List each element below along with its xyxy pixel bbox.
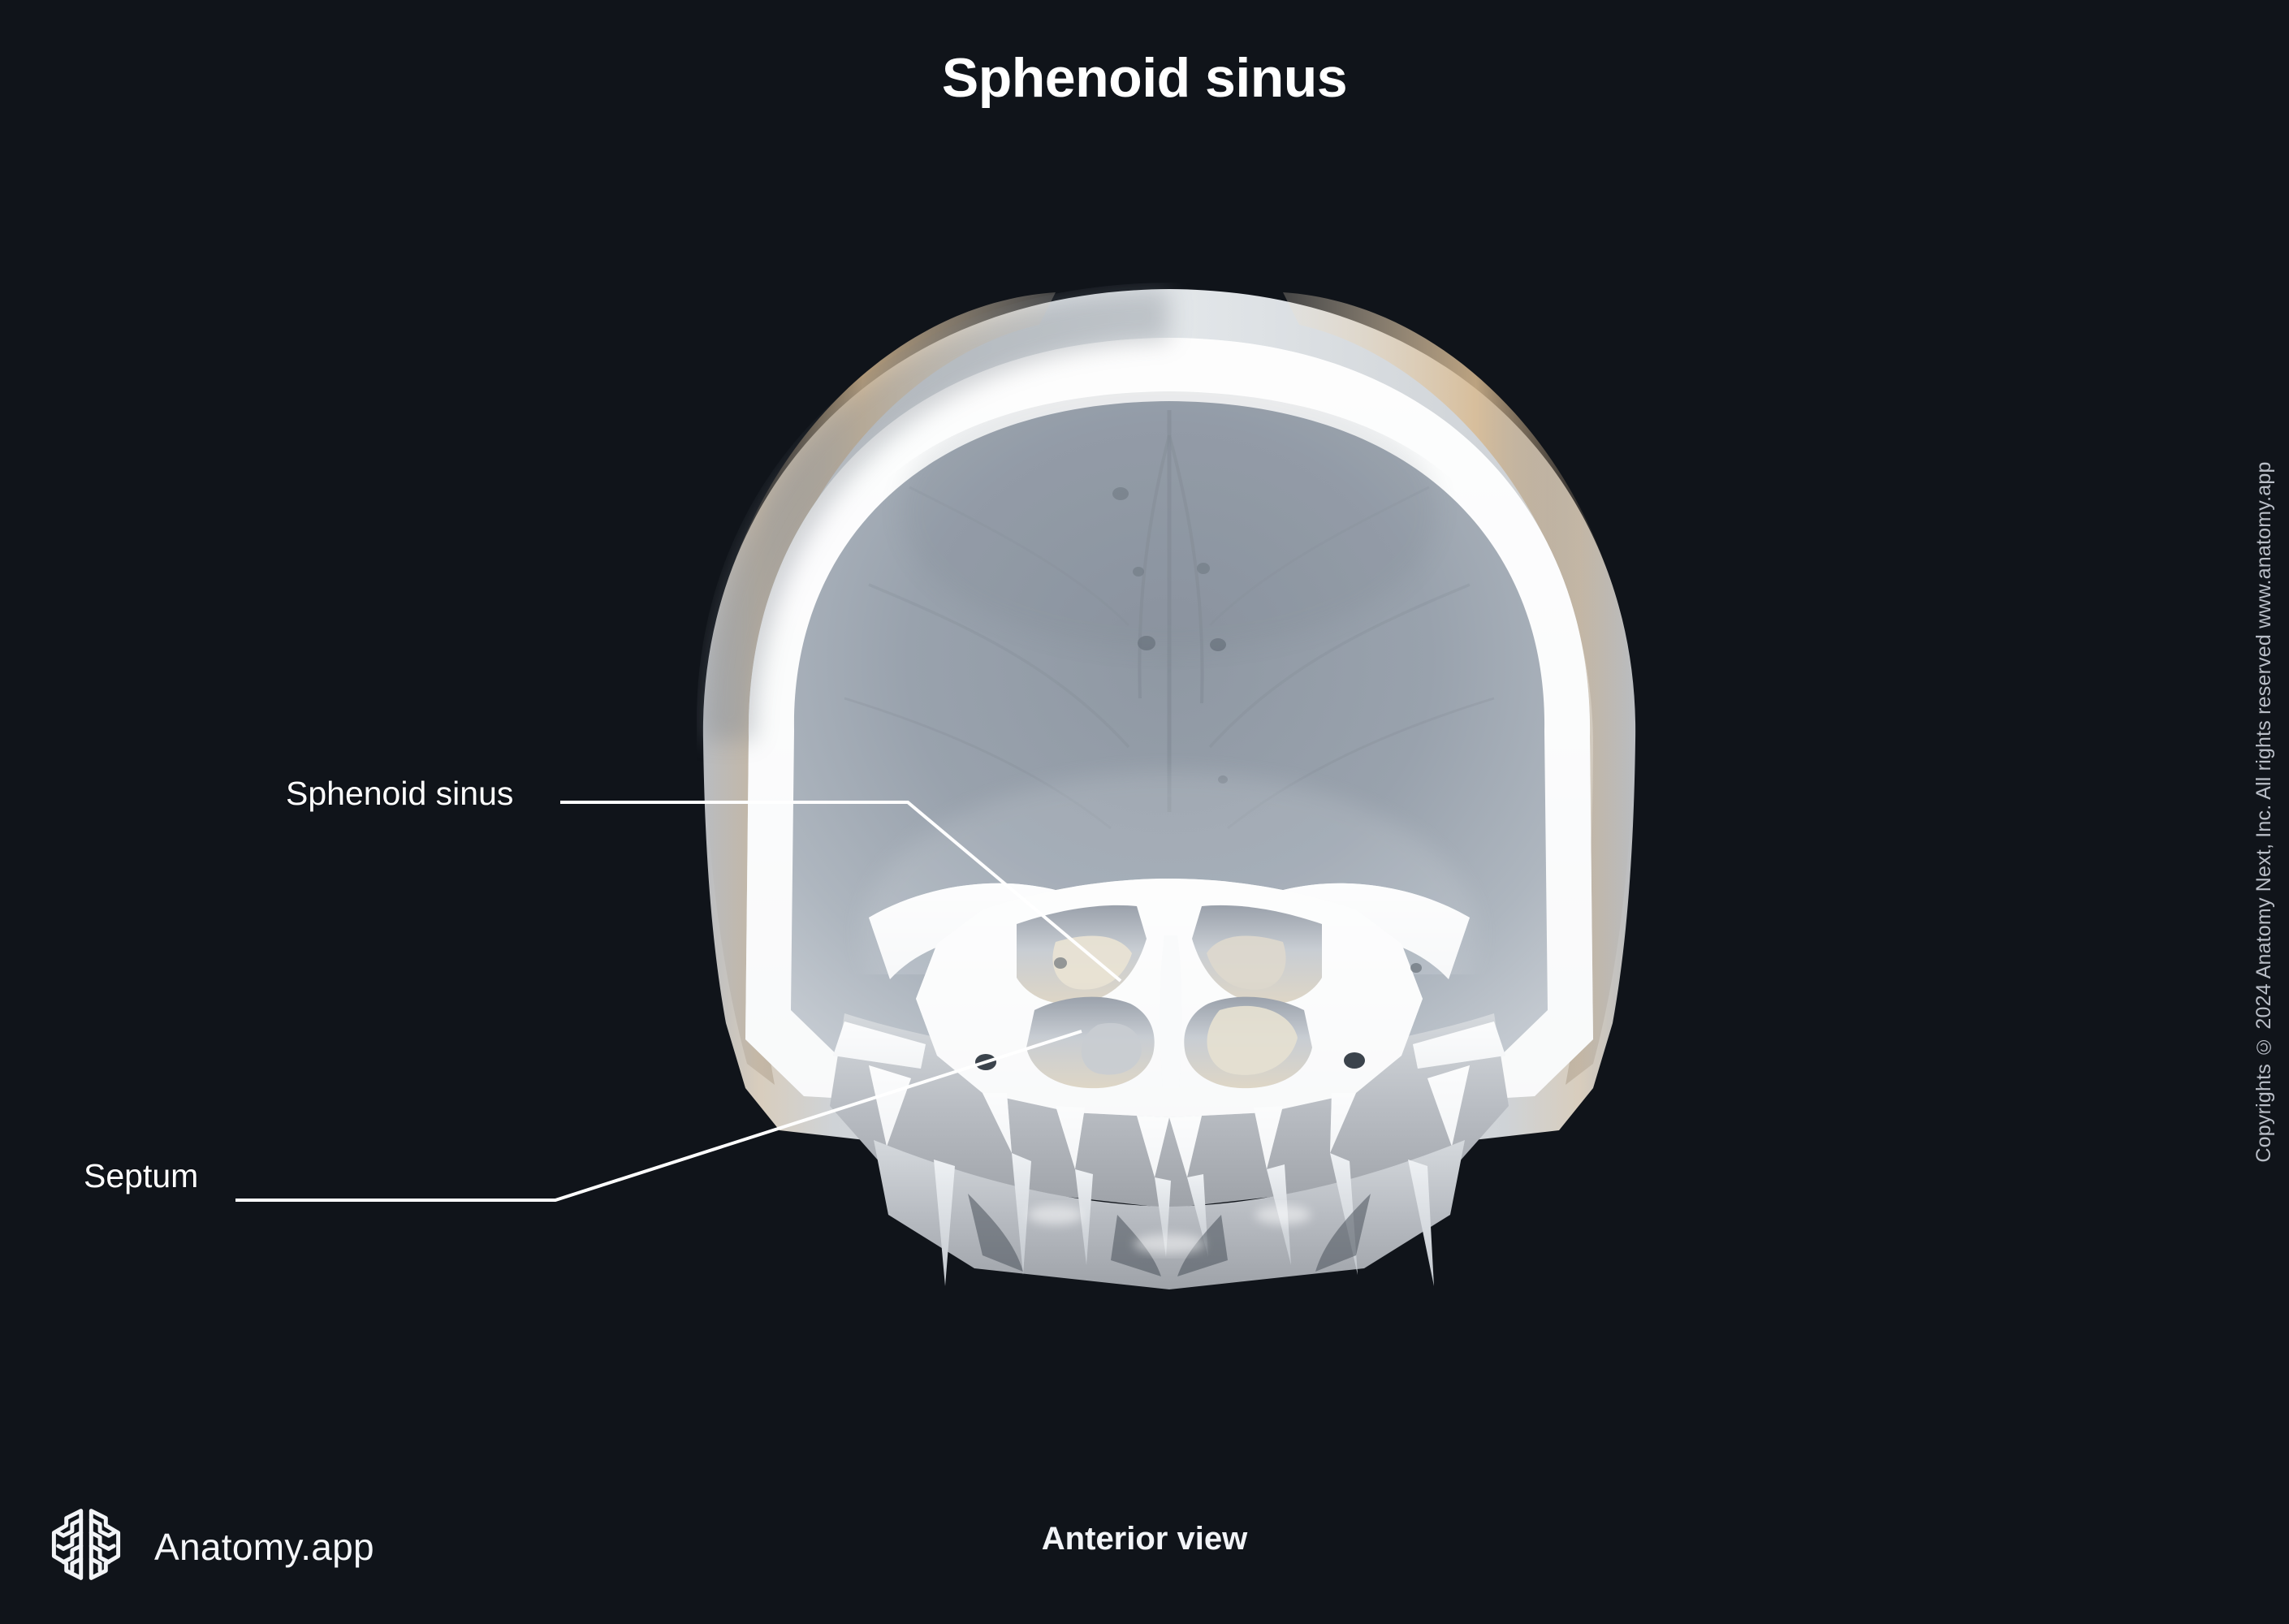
brand-logo[interactable]: Anatomy.app (42, 1501, 374, 1592)
brand-name: Anatomy.app (154, 1525, 374, 1568)
foramen (975, 1054, 996, 1070)
page-title: Sphenoid sinus (941, 47, 1348, 109)
annotation-label-septum: Septum (84, 1157, 199, 1194)
skull-coronal-section-image (601, 244, 1738, 1315)
foramen (1344, 1052, 1365, 1069)
skull-vector-artwork (702, 289, 1636, 1289)
view-caption: Anterior view (1041, 1521, 1248, 1557)
copyright-notice: Copyrights © 2024 Anatomy Next, Inc. All… (2252, 461, 2275, 1163)
brain-hexagon-icon (42, 1501, 130, 1592)
annotation-label-sphenoid-sinus: Sphenoid sinus (286, 775, 514, 812)
